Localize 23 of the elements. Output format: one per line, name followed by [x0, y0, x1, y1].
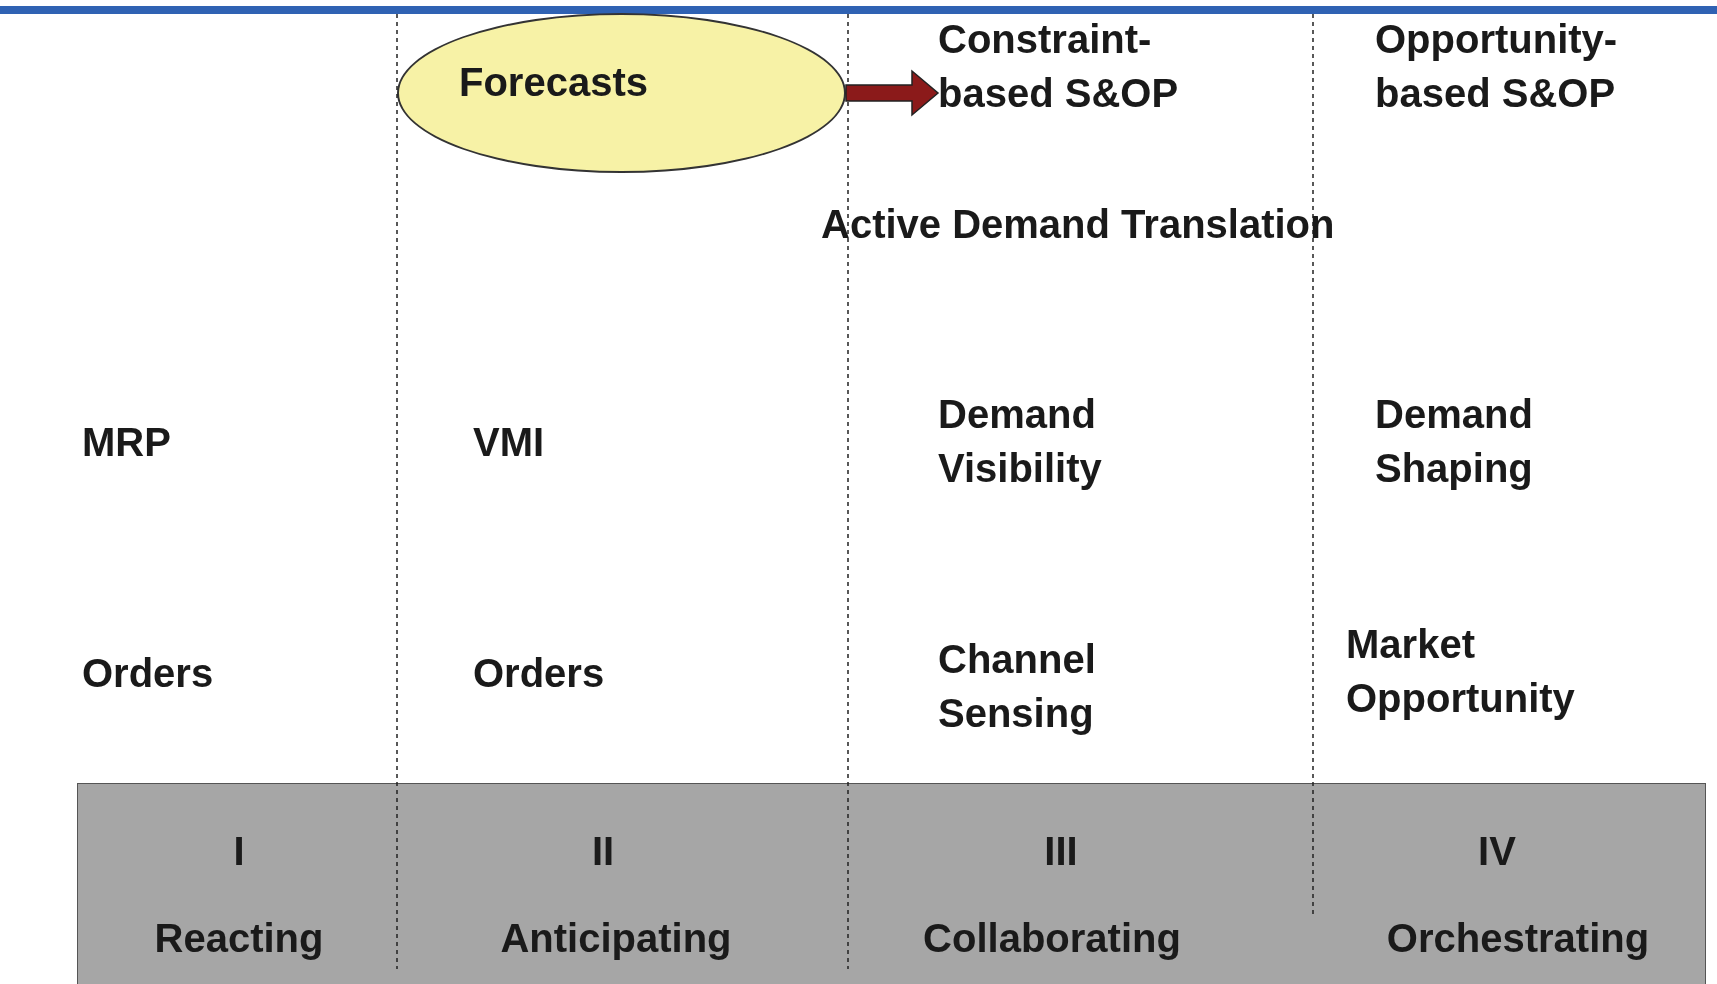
stage-number: III: [1044, 828, 1078, 875]
ellipse-label: Forecasts: [459, 59, 648, 106]
stage-number: II: [591, 828, 615, 875]
forecast-ellipse: [397, 13, 846, 173]
stage-name: Orchestrating: [1386, 915, 1650, 962]
stage-label: Opportunity- based S&OP: [1375, 16, 1619, 117]
stage-name: Collaborating: [923, 915, 1181, 962]
stage-band: [77, 783, 1706, 984]
stage-label: Channel Sensing: [938, 636, 1097, 737]
stage-heading: Constraint- based S&OP: [938, 12, 1258, 120]
stage-label: Active Demand Translation: [821, 201, 1336, 248]
stage-label: VMI: [473, 419, 546, 466]
block-arrow: [845, 69, 940, 117]
stage-label: Demand Shaping: [1375, 391, 1534, 492]
stage-label: MRP: [82, 419, 172, 466]
stage-label: Orders: [473, 650, 606, 697]
stage-label: Orders: [82, 650, 215, 697]
stage-label: Market Opportunity: [1346, 621, 1576, 722]
stage-name: Anticipating: [500, 915, 732, 962]
stage-number: I: [233, 828, 245, 875]
stage-name: Reacting: [154, 915, 324, 962]
stage-label: Demand Visibility: [938, 391, 1103, 492]
stage-number: IV: [1478, 828, 1516, 875]
